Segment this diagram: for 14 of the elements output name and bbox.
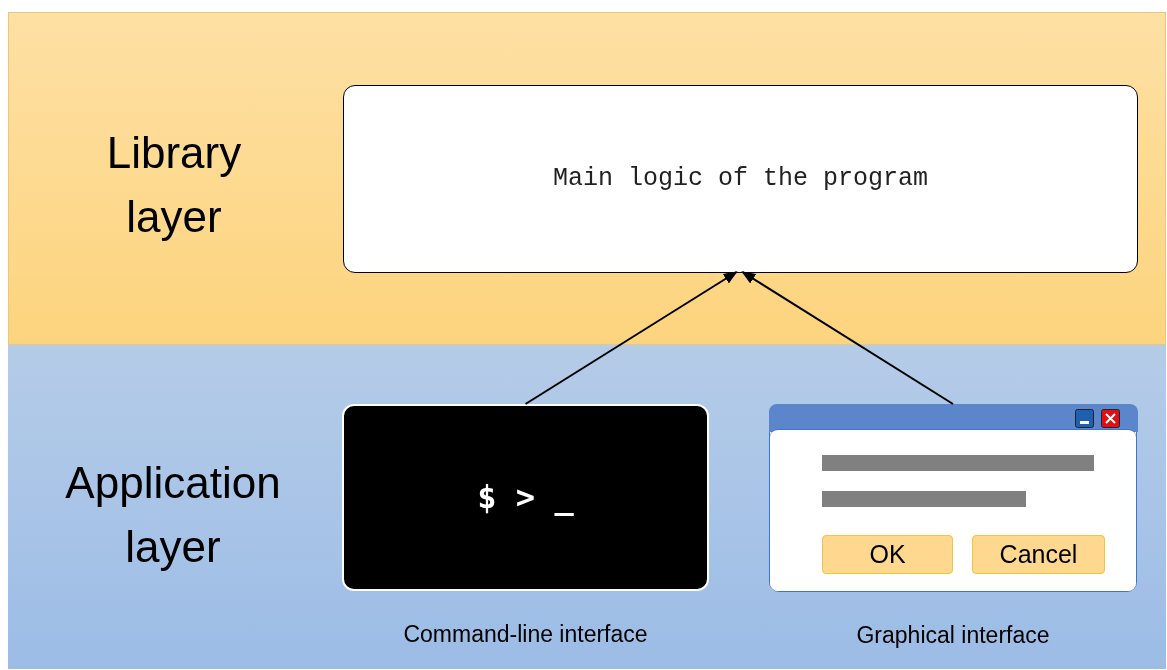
layer-label: Application layer bbox=[64, 457, 282, 573]
process-label: Main logic of the program bbox=[551, 164, 930, 193]
layer-band bbox=[8, 345, 1166, 669]
ok-button: OK bbox=[822, 535, 953, 574]
arrow bbox=[741, 271, 954, 405]
layer-band bbox=[8, 12, 1166, 345]
layer-label: Library layer bbox=[105, 127, 243, 243]
process-box bbox=[343, 85, 1138, 273]
terminal-window bbox=[342, 404, 709, 591]
cancel-button: Cancel bbox=[972, 535, 1105, 574]
interface-label: Command-line interface bbox=[402, 621, 649, 648]
prompt-text: $ > _ bbox=[476, 478, 575, 516]
interface-label: Graphical interface bbox=[855, 622, 1051, 649]
arrow bbox=[524, 271, 738, 405]
